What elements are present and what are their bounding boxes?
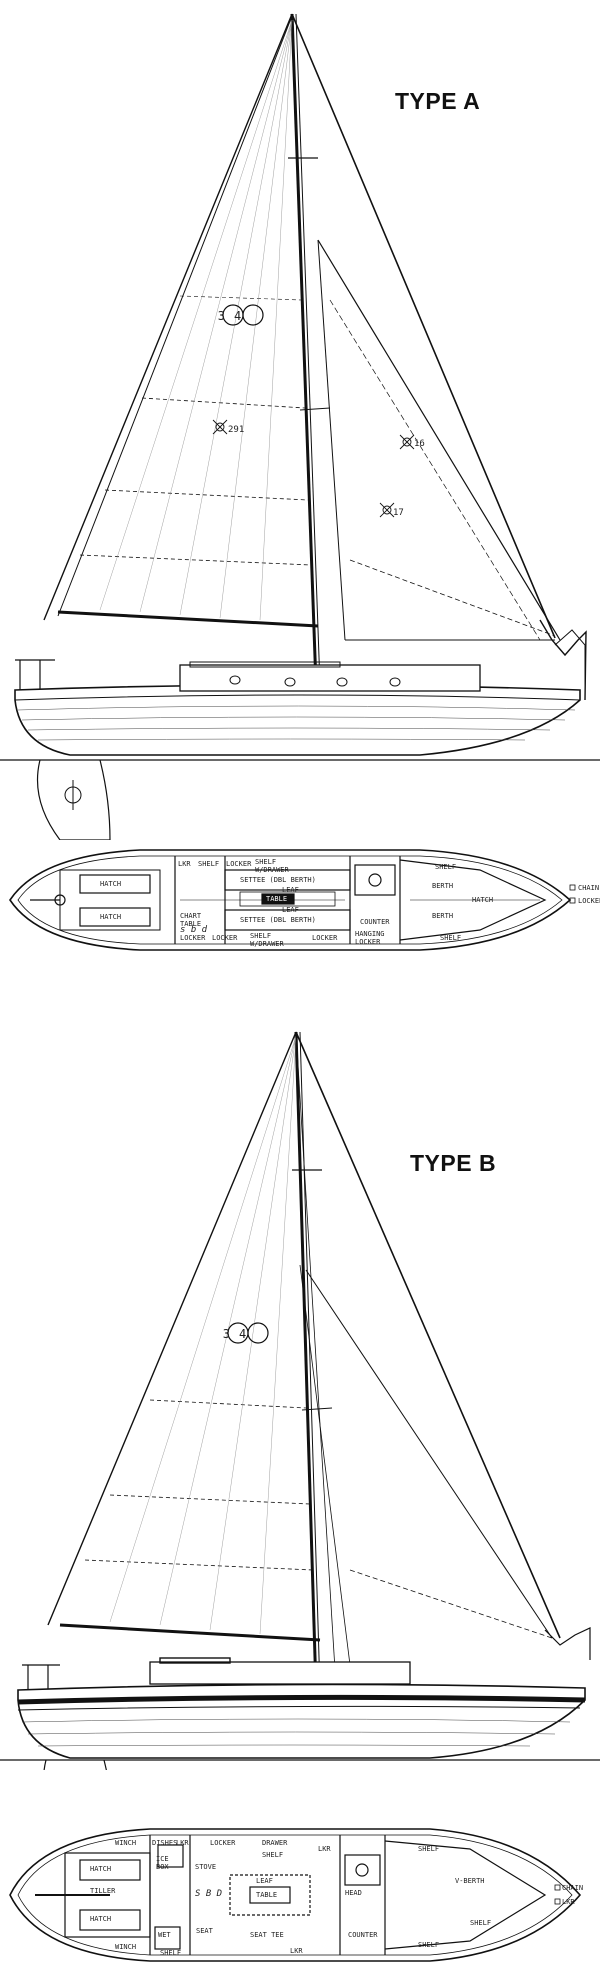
type-b-accommodation-plan bbox=[9, 1828, 582, 1962]
plan-b-chain: CHAIN bbox=[562, 1884, 584, 1892]
plan-b-lkr-fwd: LKR bbox=[562, 1898, 575, 1906]
plan-a-leaf-2: LEAF bbox=[282, 906, 299, 914]
plan-b-hatch-2: HATCH bbox=[90, 1915, 112, 1923]
type-b-title: TYPE B bbox=[410, 1150, 497, 1176]
type-b-sail-number: 34 bbox=[223, 1327, 255, 1341]
type-a-sail-number: 34 bbox=[218, 309, 250, 323]
plan-a-settee-2: SETTEE (DBL BERTH) bbox=[240, 916, 316, 924]
plan-a-shelf: SHELF bbox=[198, 860, 220, 868]
plan-a-counter: COUNTER bbox=[360, 918, 390, 926]
plan-a-shelf-drawer-2: SHELF W/DRAWER bbox=[250, 932, 284, 948]
plan-b-shelf-5: SHELF bbox=[470, 1919, 492, 1927]
type-a-annotation-2: 16 bbox=[414, 439, 425, 449]
plan-a-hatch-fwd: HATCH bbox=[100, 913, 122, 921]
plan-a-locker: LOCKER bbox=[226, 860, 252, 868]
plan-b-locker: LOCKER bbox=[210, 1839, 236, 1847]
plan-a-shelf-fwd2: SHELF bbox=[440, 934, 462, 942]
plan-a-locker-2: LOCKER bbox=[180, 934, 206, 942]
plan-b-ice-box: ICE BOX bbox=[156, 1855, 169, 1871]
plan-b-lkr-1: LKR bbox=[176, 1839, 189, 1847]
plan-a-sbd: s b d bbox=[180, 925, 208, 935]
plan-b-shelf-2: SHELF bbox=[160, 1949, 182, 1957]
plan-b-lkr-3: LKR bbox=[290, 1947, 303, 1955]
type-b-sail-plan: 34 bbox=[0, 1031, 600, 1770]
plan-b-shelf-4: SHELF bbox=[418, 1941, 440, 1949]
plan-a-table: TABLE bbox=[266, 895, 288, 903]
plan-b-vberth: V-BERTH bbox=[455, 1877, 485, 1885]
type-a-plan-labels: HATCH HATCH s b d LKR SHELF SHELF W/DRAW… bbox=[0, 830, 600, 1010]
plan-a-leaf-1: LEAF bbox=[282, 886, 299, 894]
plan-b-hatch: HATCH bbox=[90, 1865, 112, 1873]
plan-a-berth-2: BERTH bbox=[432, 912, 454, 920]
plan-a-settee-1: SETTEE (DBL BERTH) bbox=[240, 876, 316, 884]
plan-b-head: HEAD bbox=[345, 1889, 362, 1897]
plan-a-chain: CHAIN bbox=[578, 884, 600, 892]
plan-b-dishes: DISHES bbox=[152, 1839, 178, 1847]
plan-b-shelf: SHELF bbox=[262, 1851, 284, 1859]
plan-b-winch-2: WINCH bbox=[115, 1943, 137, 1951]
type-b-section: TYPE B 34 bbox=[0, 1010, 600, 1984]
type-a-accommodation-plan bbox=[9, 849, 576, 951]
plan-a-hatch-fwd2: HATCH bbox=[472, 896, 494, 904]
plan-b-wet: WET bbox=[158, 1931, 171, 1939]
plan-b-settee: SEAT TEE bbox=[250, 1931, 284, 1939]
plan-b-drawer: DRAWER bbox=[262, 1839, 288, 1847]
plan-b-tiller: TILLER bbox=[90, 1887, 116, 1895]
type-b-plan-labels: WINCH HATCH TILLER HATCH WINCH DISHES LK… bbox=[0, 1815, 600, 1975]
type-a-annotation-1: 291 bbox=[228, 425, 244, 435]
plan-a-lkr: LKR bbox=[178, 860, 191, 868]
plan-a-shelf-drawer: SHELF W/DRAWER bbox=[255, 858, 289, 874]
plan-a-locker-3: LOCKER bbox=[212, 934, 238, 942]
plan-b-table: TABLE bbox=[256, 1891, 278, 1899]
plan-a-locker-4: LOCKER bbox=[312, 934, 338, 942]
type-a-annotation-3: 17 bbox=[393, 508, 404, 518]
type-a-section: TYPE A 34 bbox=[0, 13, 600, 951]
type-a-title: TYPE A bbox=[395, 88, 481, 114]
plan-b-stove: STOVE bbox=[195, 1863, 217, 1871]
plan-b-winch-1: WINCH bbox=[115, 1839, 137, 1847]
plan-a-locker-fwd: LOCKER bbox=[578, 897, 600, 905]
plan-b-counter: COUNTER bbox=[348, 1931, 378, 1939]
plan-a-shelf-fwd: SHELF bbox=[435, 863, 457, 871]
plan-a-chart-table: CHART TABLE bbox=[180, 912, 202, 928]
plan-a-hatch-aft: HATCH bbox=[100, 880, 122, 888]
plan-b-lkr-2: LKR bbox=[318, 1845, 331, 1853]
plan-b-sbd: S B D bbox=[195, 1889, 223, 1899]
plan-b-seat: SEAT bbox=[196, 1927, 213, 1935]
plan-b-leaf: LEAF bbox=[256, 1877, 273, 1885]
plan-a-berth-1: BERTH bbox=[432, 882, 454, 890]
type-a-sail-plan: 34 291 16 17 bbox=[0, 13, 600, 840]
plan-a-hanging-locker: HANGING LOCKER bbox=[355, 930, 385, 946]
plan-b-shelf-3: SHELF bbox=[418, 1845, 440, 1853]
